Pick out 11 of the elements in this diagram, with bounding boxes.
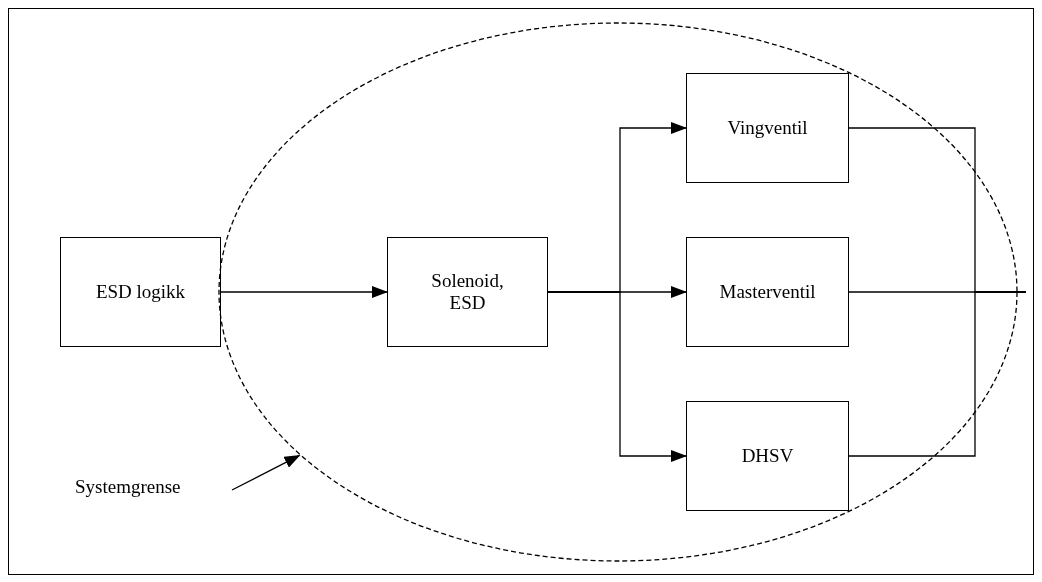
- process-box: Solenoid, ESD: [387, 237, 548, 347]
- connector-line: [848, 291, 1027, 457]
- arrow: [220, 286, 388, 298]
- process-box: Vingventil: [686, 73, 849, 183]
- process-box: Masterventil: [686, 237, 849, 347]
- process-box: ESD logikk: [60, 237, 221, 347]
- arrow: [547, 291, 687, 462]
- process-box: DHSV: [686, 401, 849, 511]
- system-boundary-ellipse: [218, 22, 1018, 562]
- boundary-label: Systemgrense: [75, 476, 225, 502]
- leader-line: [231, 454, 301, 491]
